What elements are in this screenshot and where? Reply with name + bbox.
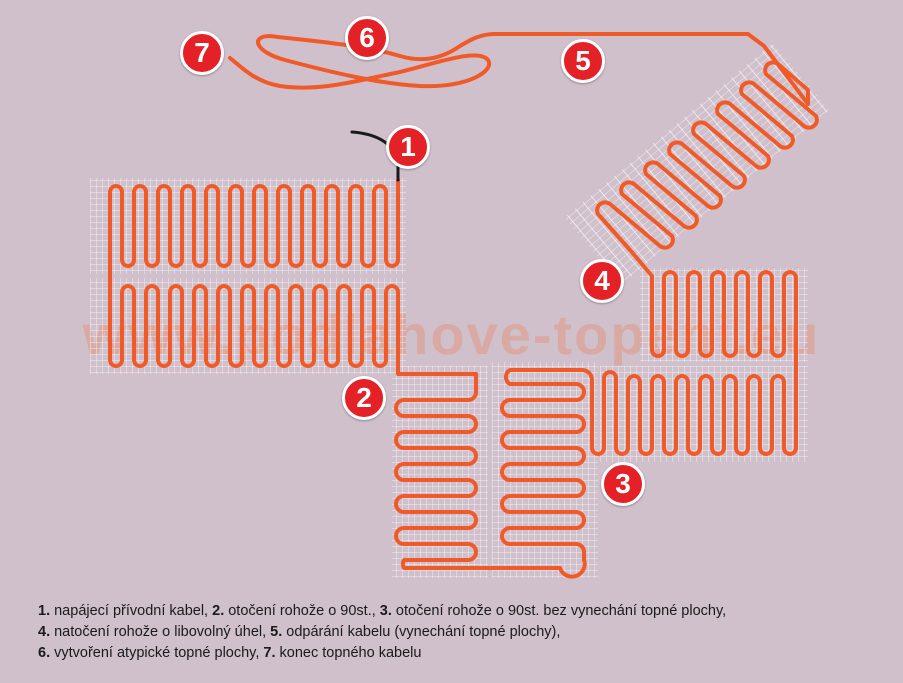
legend: 1. napájecí přívodní kabel, 2. otočení r… <box>38 601 888 664</box>
cable-mat-bottom-center-left <box>394 372 562 570</box>
legend-num: 3. <box>379 603 392 619</box>
legend-text: otočení rohože o 90st., <box>224 603 380 619</box>
legend-line-3: 6. vytvoření atypické topné plochy, 7. k… <box>38 643 888 664</box>
heating-cable <box>108 32 819 579</box>
legend-text: odpárání kabelu (vynechání topné plochy)… <box>282 624 561 640</box>
legend-text: natočení rohože o libovolný úhel, <box>50 624 271 640</box>
legend-num: 5. <box>270 624 283 640</box>
callout-7: 7 <box>180 31 224 75</box>
callout-5: 5 <box>561 39 605 83</box>
cable-mat-right-upper <box>628 248 798 358</box>
legend-num: 1. <box>38 603 51 619</box>
cable-mat-top-left <box>108 178 400 288</box>
legend-text: otočení rohože o 90st. bez vynechání top… <box>391 603 727 619</box>
mat-bottom-left <box>90 278 406 374</box>
callout-1: 1 <box>386 125 430 169</box>
callout-4: 4 <box>580 259 624 303</box>
cable-mat-right-lower <box>626 276 798 456</box>
legend-text: vytvoření atypické topné plochy, <box>50 645 264 661</box>
callout-3: 3 <box>601 462 645 506</box>
legend-line-1: 1. napájecí přívodní kabel, 2. otočení r… <box>38 601 888 622</box>
cable-mat-diagonal <box>493 32 819 252</box>
callout-2: 2 <box>342 376 386 420</box>
legend-num: 7. <box>263 645 276 661</box>
mat-diagonal <box>564 42 830 286</box>
mat-right-lower <box>600 366 808 462</box>
cable-mat-bottom-left <box>108 284 478 376</box>
legend-line-2: 4. natočení rohože o libovolný úhel, 5. … <box>38 622 888 643</box>
legend-text: napájecí přívodní kabel, <box>50 603 213 619</box>
callout-6: 6 <box>345 16 389 60</box>
cable-mat-bottom-center-right <box>500 368 630 579</box>
legend-num: 4. <box>38 624 51 640</box>
legend-text: konec topného kabelu <box>275 645 422 661</box>
legend-num: 6. <box>38 645 51 661</box>
mat-top-left <box>90 178 406 274</box>
legend-num: 2. <box>212 603 225 619</box>
cable-atypical-loop <box>228 32 497 90</box>
